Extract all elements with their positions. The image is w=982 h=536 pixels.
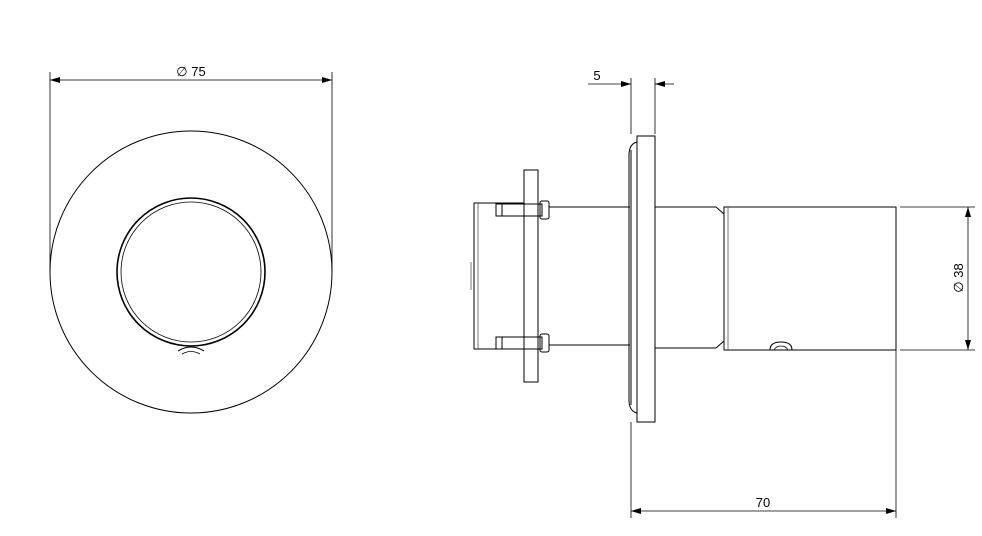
knob-pin-inner	[773, 345, 789, 351]
front-knob-outer	[116, 197, 266, 347]
knob-pin	[769, 341, 793, 351]
tie-rod-bottom-nut	[539, 333, 550, 353]
knob-body	[723, 206, 897, 351]
tie-rod-top	[495, 203, 543, 217]
front-diameter-label: ∅ 75	[176, 64, 205, 79]
front-rosette-outline	[49, 130, 333, 414]
sleeve-taper-bottom	[715, 339, 725, 349]
tie-rod-top-nut	[539, 200, 550, 220]
front-knob-inner	[120, 201, 262, 343]
sleeve-taper-top	[715, 206, 725, 216]
rosette-curve	[628, 141, 638, 414]
rosette-flange	[636, 135, 656, 423]
tie-rod-bottom	[495, 336, 543, 350]
rear-box	[473, 202, 525, 350]
thickness-label: 5	[593, 68, 600, 83]
length-label: 70	[756, 495, 770, 510]
front-knob-pin-shadow	[181, 351, 201, 355]
front-view: ∅ 75	[49, 64, 333, 414]
body-diameter-label: ∅ 38	[951, 263, 966, 292]
front-knob-pin	[177, 346, 205, 352]
rear-plate	[523, 169, 539, 383]
side-view: 5 ∅ 38 70	[470, 68, 975, 518]
